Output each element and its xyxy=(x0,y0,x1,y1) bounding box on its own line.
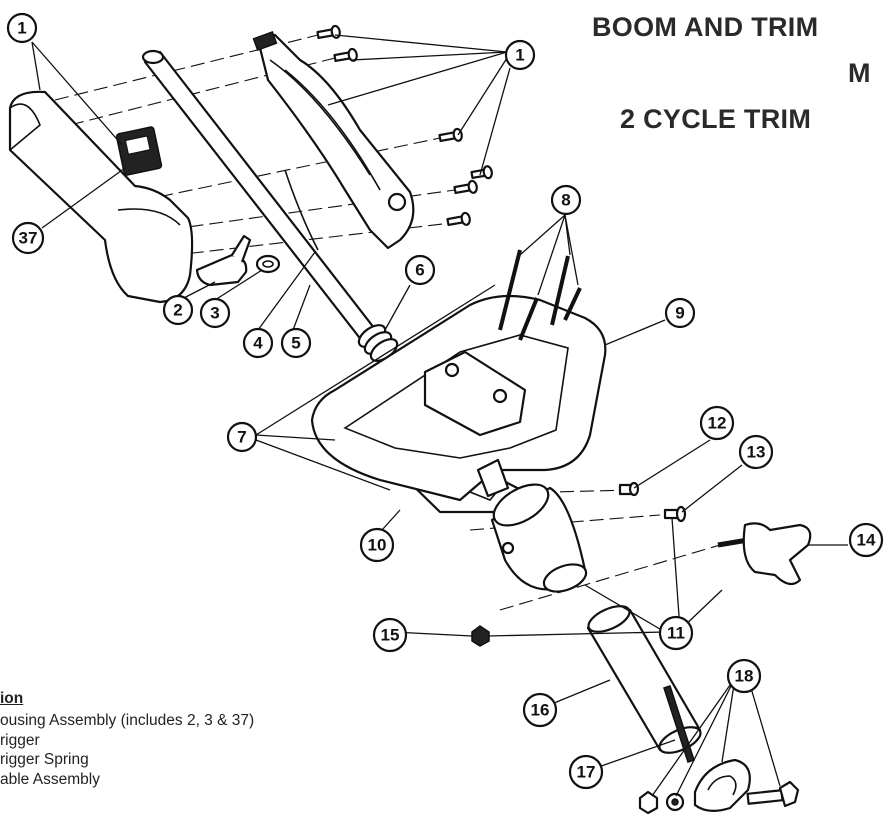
callout-label: 16 xyxy=(531,701,550,720)
legend-heading: ion xyxy=(0,690,24,707)
lower-tube xyxy=(476,458,510,498)
callout-label: 7 xyxy=(237,428,246,447)
callout-2: 2 xyxy=(162,294,194,326)
callout-label: 1 xyxy=(515,46,524,65)
callout-label: 10 xyxy=(368,536,387,555)
knob xyxy=(717,522,812,586)
callout-11: 11 xyxy=(658,615,694,651)
clamp-hardware xyxy=(638,758,800,815)
callout-16: 16 xyxy=(522,692,558,728)
housing-screws xyxy=(316,24,493,227)
legend-row: ousing Assembly (includes 2, 3 & 37) xyxy=(0,712,255,729)
screw-12 xyxy=(618,481,640,497)
callout-label: 18 xyxy=(735,667,754,686)
callout-8: 8 xyxy=(550,184,582,216)
callout-label: 12 xyxy=(708,414,727,433)
trigger xyxy=(195,234,252,287)
callout-37: 37 xyxy=(11,221,45,255)
boom-spring xyxy=(357,324,399,362)
housing-right-half xyxy=(252,30,415,250)
parts-legend: ion ousing Assembly (includes 2, 3 & 37)… xyxy=(0,690,254,789)
callout-5: 5 xyxy=(280,327,312,359)
callout-14: 14 xyxy=(848,522,884,558)
callout-label: 14 xyxy=(857,531,876,550)
callout-label: 2 xyxy=(173,301,182,320)
callout-6: 6 xyxy=(404,254,436,286)
coupler xyxy=(490,483,588,593)
callout-1b: 1 xyxy=(504,39,536,71)
title-line-3: 2 CYCLE TRIM xyxy=(620,104,812,134)
callout-label: 1 xyxy=(17,19,26,38)
legend-row: rigger Spring xyxy=(0,751,89,768)
callout-9: 9 xyxy=(664,297,696,329)
callout-label: 13 xyxy=(747,443,766,462)
legend-row: rigger xyxy=(0,731,40,749)
screw-13 xyxy=(663,505,687,523)
nut-15 xyxy=(471,625,490,647)
callout-label: 37 xyxy=(19,229,38,248)
callout-label: 3 xyxy=(210,304,219,323)
switch xyxy=(115,126,163,176)
callout-label: 11 xyxy=(667,624,685,643)
cable xyxy=(284,169,319,251)
callout-12: 12 xyxy=(699,405,735,441)
title-line-1: BOOM AND TRIM xyxy=(592,12,819,42)
legend-row: able Assembly xyxy=(0,770,100,788)
callout-label: 6 xyxy=(415,261,424,280)
callout-17: 17 xyxy=(568,754,604,790)
callout-label: 5 xyxy=(291,334,300,353)
trigger-spring xyxy=(255,254,281,274)
callout-label: 9 xyxy=(675,304,684,323)
callout-10: 10 xyxy=(359,527,395,563)
callout-label: 15 xyxy=(381,626,400,645)
callout-label: 8 xyxy=(561,191,570,210)
housing-left-half xyxy=(8,90,194,304)
title-line-2: M xyxy=(848,58,871,88)
callout-13: 13 xyxy=(738,434,774,470)
handle-bolts xyxy=(498,249,582,341)
callout-15: 15 xyxy=(372,617,408,653)
callout-4: 4 xyxy=(242,327,274,359)
callout-label: 17 xyxy=(577,763,596,782)
callout-7: 7 xyxy=(226,421,258,453)
clamp-upper xyxy=(423,350,527,437)
callout-3: 3 xyxy=(199,297,231,329)
callout-18: 18 xyxy=(726,658,762,694)
callout-1a: 1 xyxy=(6,12,38,44)
callout-label: 4 xyxy=(253,334,263,353)
